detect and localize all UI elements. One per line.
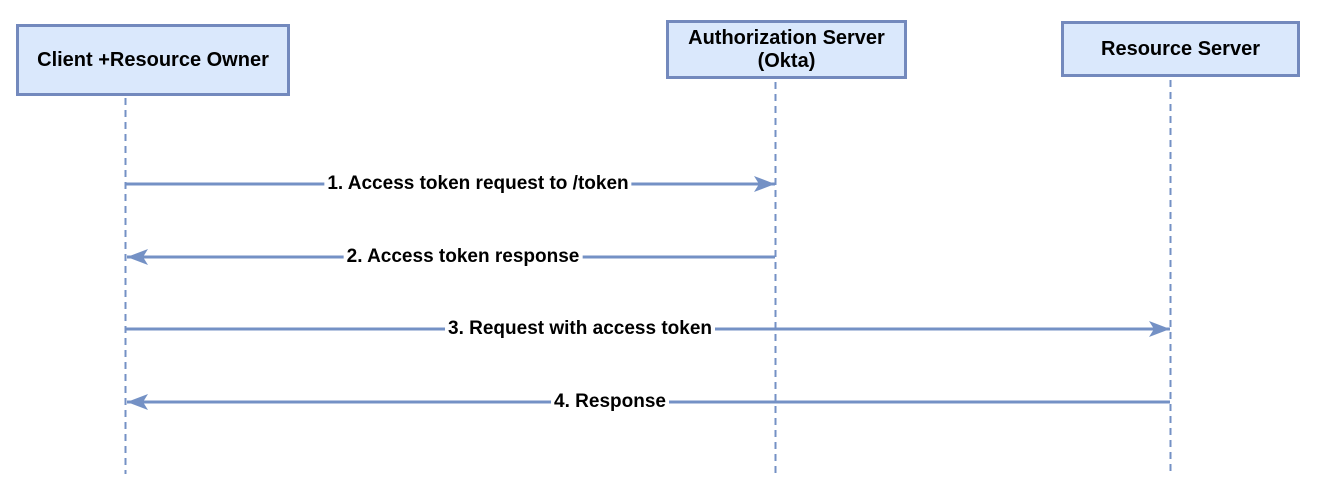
- message-label-1: 1. Access token request to /token: [324, 173, 632, 195]
- message-label-4: 4. Response: [551, 391, 669, 413]
- actor-resource-server: Resource Server: [1061, 21, 1300, 77]
- actor-client-resource-owner: Client +Resource Owner: [16, 24, 290, 96]
- message-label-2: 2. Access token response: [343, 246, 583, 268]
- message-label-3: 3. Request with access token: [445, 318, 715, 340]
- actor-authorization-server: Authorization Server (Okta): [666, 20, 907, 79]
